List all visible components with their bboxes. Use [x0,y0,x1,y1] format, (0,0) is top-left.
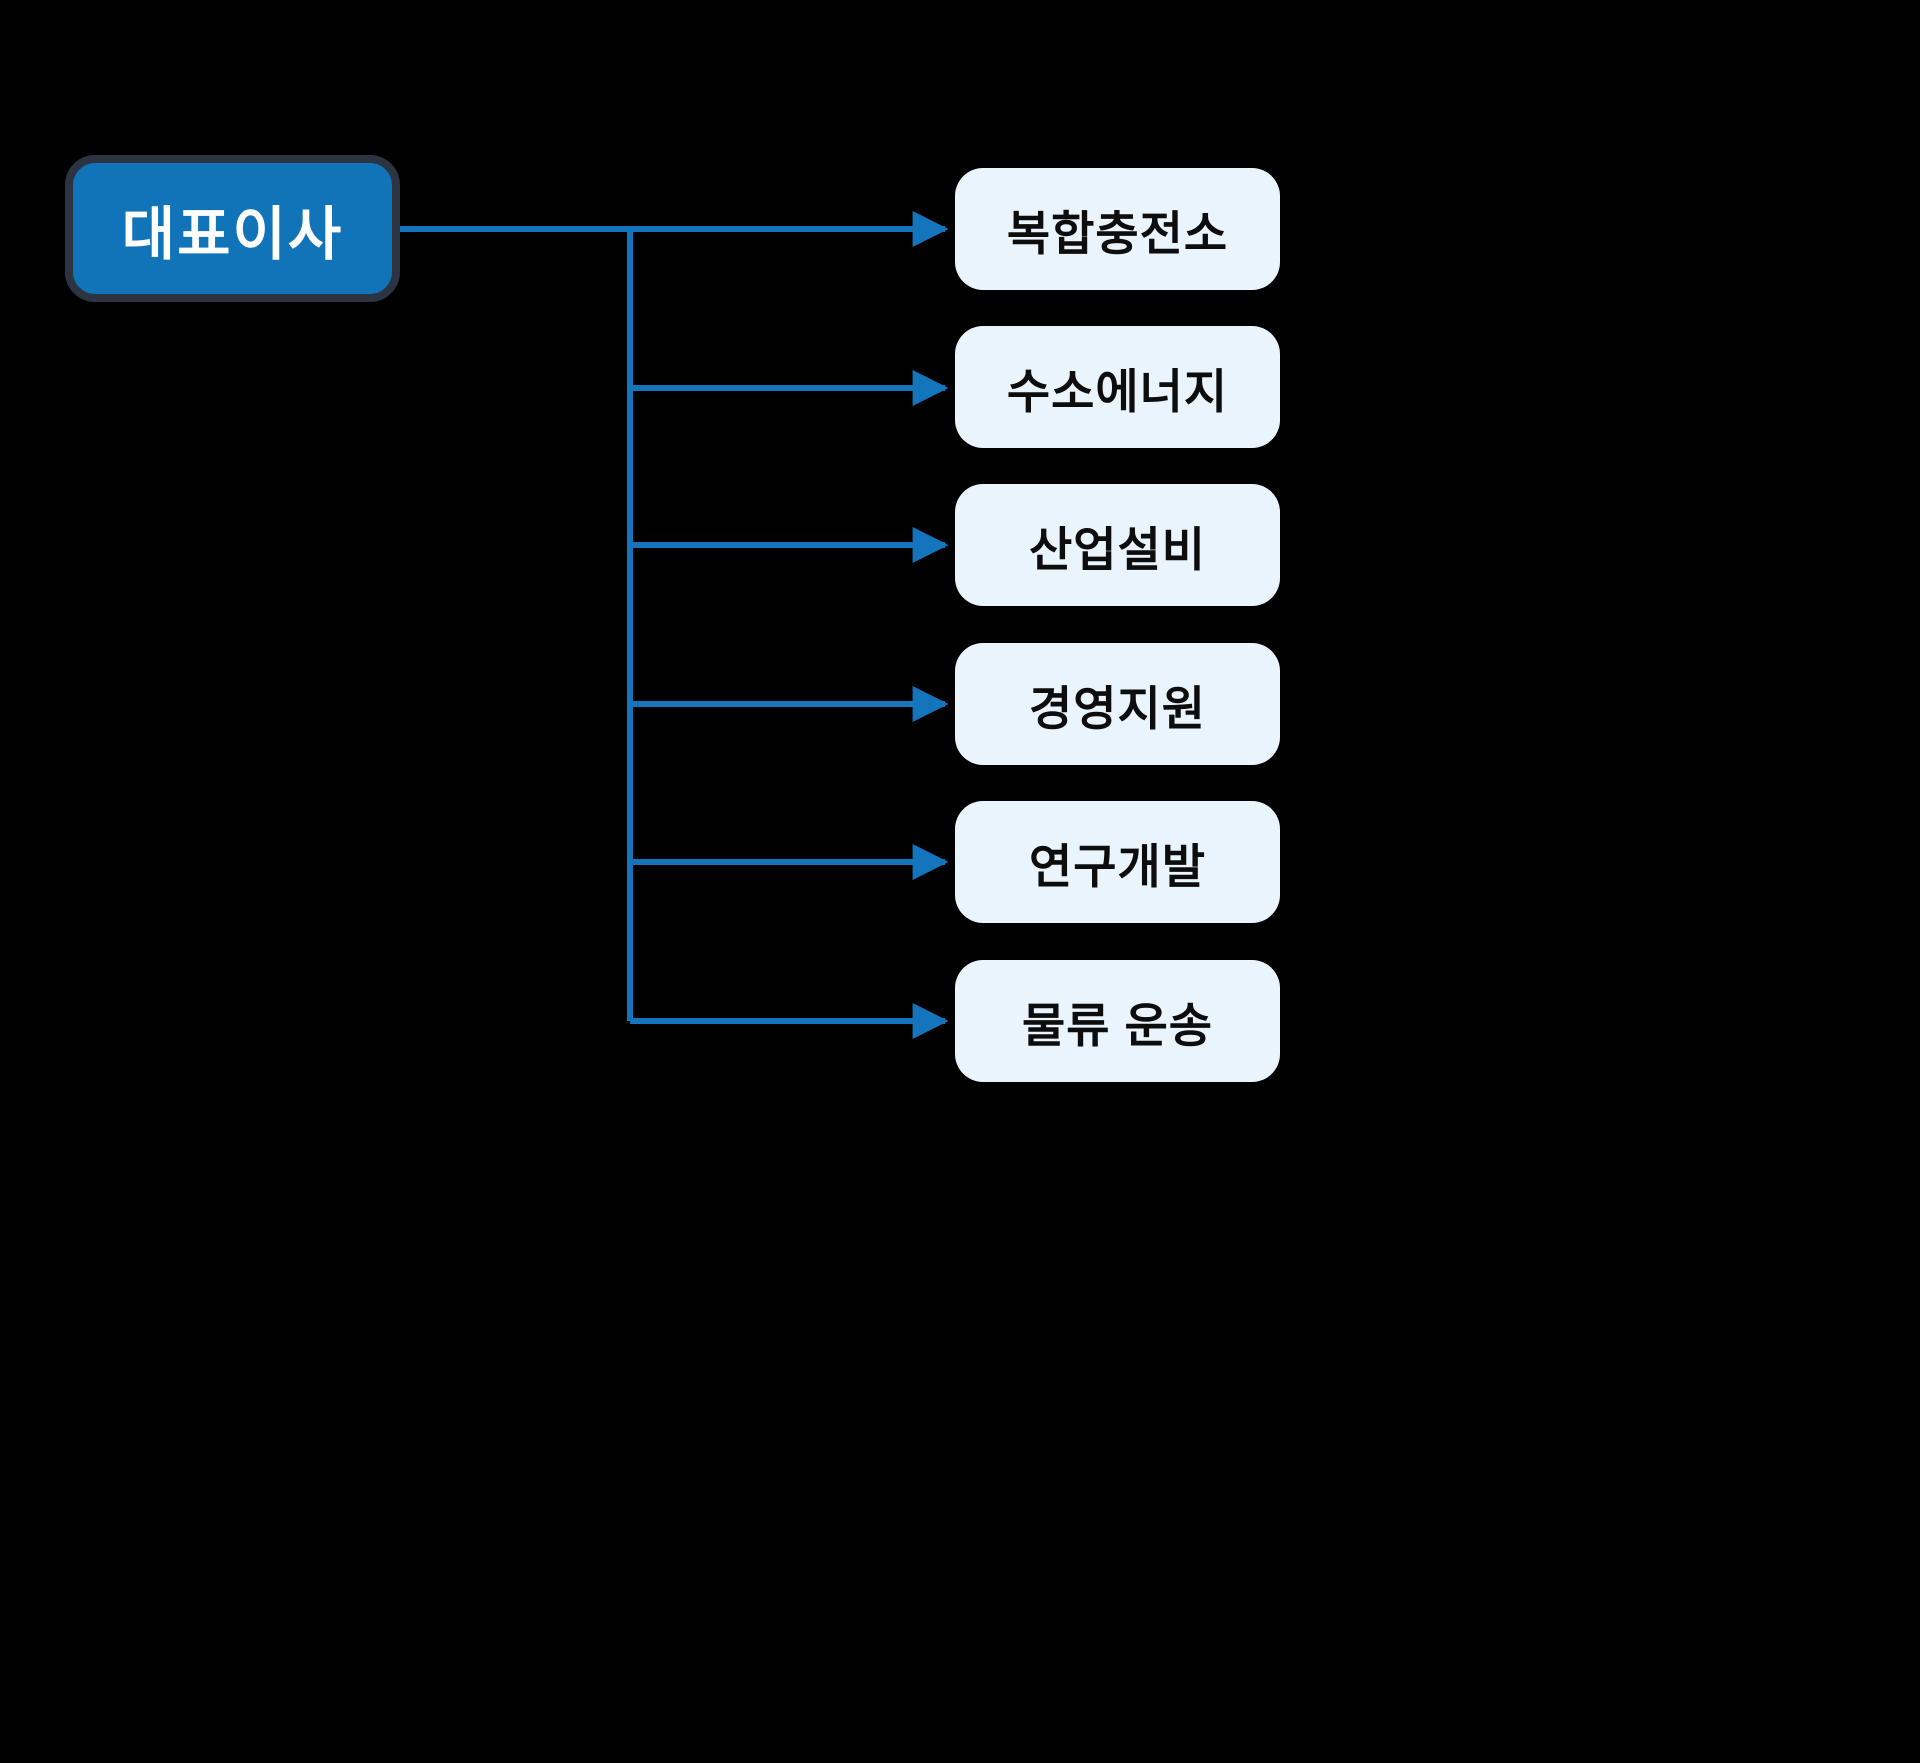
department-label: 물류 운송 [1021,998,1214,1052]
department-label: 연구개발 [1029,839,1206,893]
root-box-label: 대표이사 [121,201,344,267]
department-box-complex-charging-station: 복합충전소 [955,168,1280,290]
department-label: 산업설비 [1029,522,1206,576]
department-box-research-development: 연구개발 [955,801,1280,923]
department-label: 경영지원 [1029,681,1206,735]
department-box-industrial-equipment: 산업설비 [955,484,1280,606]
department-box-management-support: 경영지원 [955,643,1280,765]
department-label: 복합충전소 [1006,206,1229,260]
department-box-hydrogen-energy: 수소에너지 [955,326,1280,448]
department-label: 수소에너지 [1006,364,1229,418]
root-box-ceo: 대표이사 [65,155,400,302]
department-box-logistics-transport: 물류 운송 [955,960,1280,1082]
